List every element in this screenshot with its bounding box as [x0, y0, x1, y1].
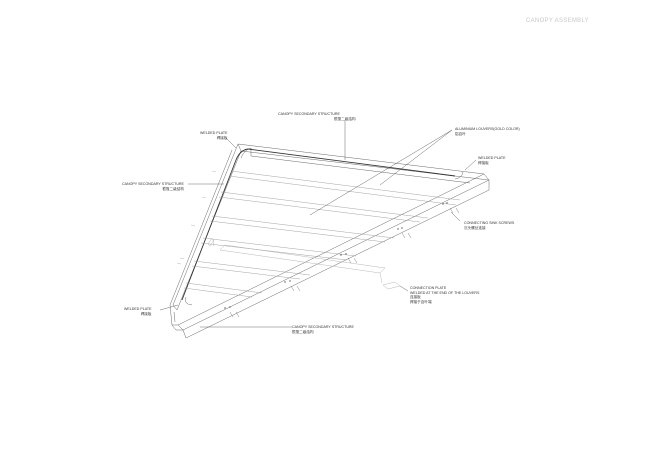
screw-arrows: [229, 207, 460, 318]
connection-bar: [207, 237, 401, 290]
channel-end: [169, 304, 183, 331]
leader-lines: [159, 120, 477, 328]
label-secondary-structure-bottom: CANOPY SECONDARY STRUCTURE 檐篷二级结构: [292, 325, 354, 334]
label-welded-plate-top-left: WELDED PLATE 焊接板: [200, 131, 228, 140]
label-connection-plate: CONNECTION PLATE WELDED AT THE END OF TH…: [410, 286, 480, 304]
welded-edge-top: [247, 148, 456, 177]
frame-top-member: [237, 143, 490, 181]
label-connecting-sink-screws: CONNECTING SINK SCREWS 沉头螺丝连接: [464, 221, 515, 230]
frame-diagonal-member: [177, 173, 490, 331]
frame-left-member: [172, 143, 242, 311]
louvers: [183, 170, 461, 298]
welded-edge-left: [181, 148, 249, 301]
label-secondary-structure-top: CANOPY SECONDARY STRUCTURE 檐篷二级结构: [278, 112, 356, 121]
left-ticks: [176, 170, 217, 265]
screw-markers: [224, 202, 448, 309]
label-welded-plate-bottom-left: WELDED PLATE 焊接板: [124, 307, 152, 316]
label-aluminium-louvers: ALUMINIUM LOUVERS(GOLD COLOR) 铝百叶: [455, 127, 520, 136]
drawing-title: CANOPY ASSEMBLY: [526, 18, 589, 24]
label-welded-plate-right: WELDED PLATE 焊接板: [478, 156, 506, 165]
label-secondary-structure-left: CANOPY SECONDARY STRUCTURE 檐篷二级结构: [122, 182, 184, 191]
